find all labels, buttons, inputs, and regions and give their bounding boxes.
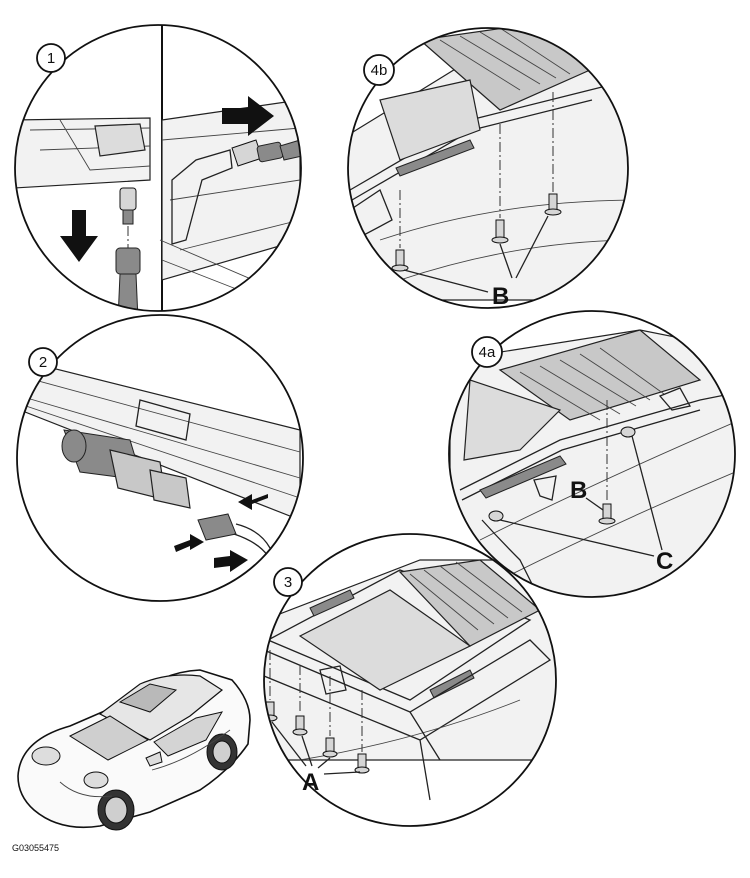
step-4a-callout: 4a: [471, 336, 503, 368]
label-c: C: [656, 548, 673, 575]
step-3-number: 3: [284, 574, 292, 591]
screw-b-middle: [491, 219, 509, 244]
step-2-callout: 2: [28, 347, 58, 377]
figure-code: G03055475: [12, 843, 59, 853]
screw-a-3: [322, 737, 338, 758]
panel-3-detail: A 3: [263, 533, 557, 827]
step-3-callout: 3: [273, 567, 303, 597]
panel-2-detail: 2: [16, 314, 304, 602]
label-b-top: B: [492, 283, 509, 310]
screw-b-right: [544, 193, 562, 216]
panel-4a-detail: B C 4a: [448, 310, 736, 598]
screw-b-left: [391, 249, 409, 272]
label-b-mid: B: [570, 477, 587, 504]
step-4b-number: 4b: [371, 62, 388, 79]
step-2-number: 2: [39, 354, 47, 371]
screw-a-4: [354, 753, 370, 774]
panel-4b-detail: B 4b: [347, 27, 629, 310]
step-4b-callout: 4b: [363, 54, 395, 86]
clip-c-lower: [488, 510, 504, 522]
panel-1-detail: 1: [14, 24, 302, 312]
clip-c-upper: [620, 426, 636, 438]
screw-a-2: [292, 715, 308, 736]
screw-b-4a: [598, 503, 616, 525]
front-wheel: [97, 789, 135, 831]
rear-wheel: [206, 733, 238, 771]
step-1-callout: 1: [36, 43, 66, 73]
car-illustration: [17, 669, 251, 831]
label-a: A: [302, 769, 319, 796]
step-1-number: 1: [47, 50, 55, 67]
step-4a-number: 4a: [479, 344, 496, 361]
